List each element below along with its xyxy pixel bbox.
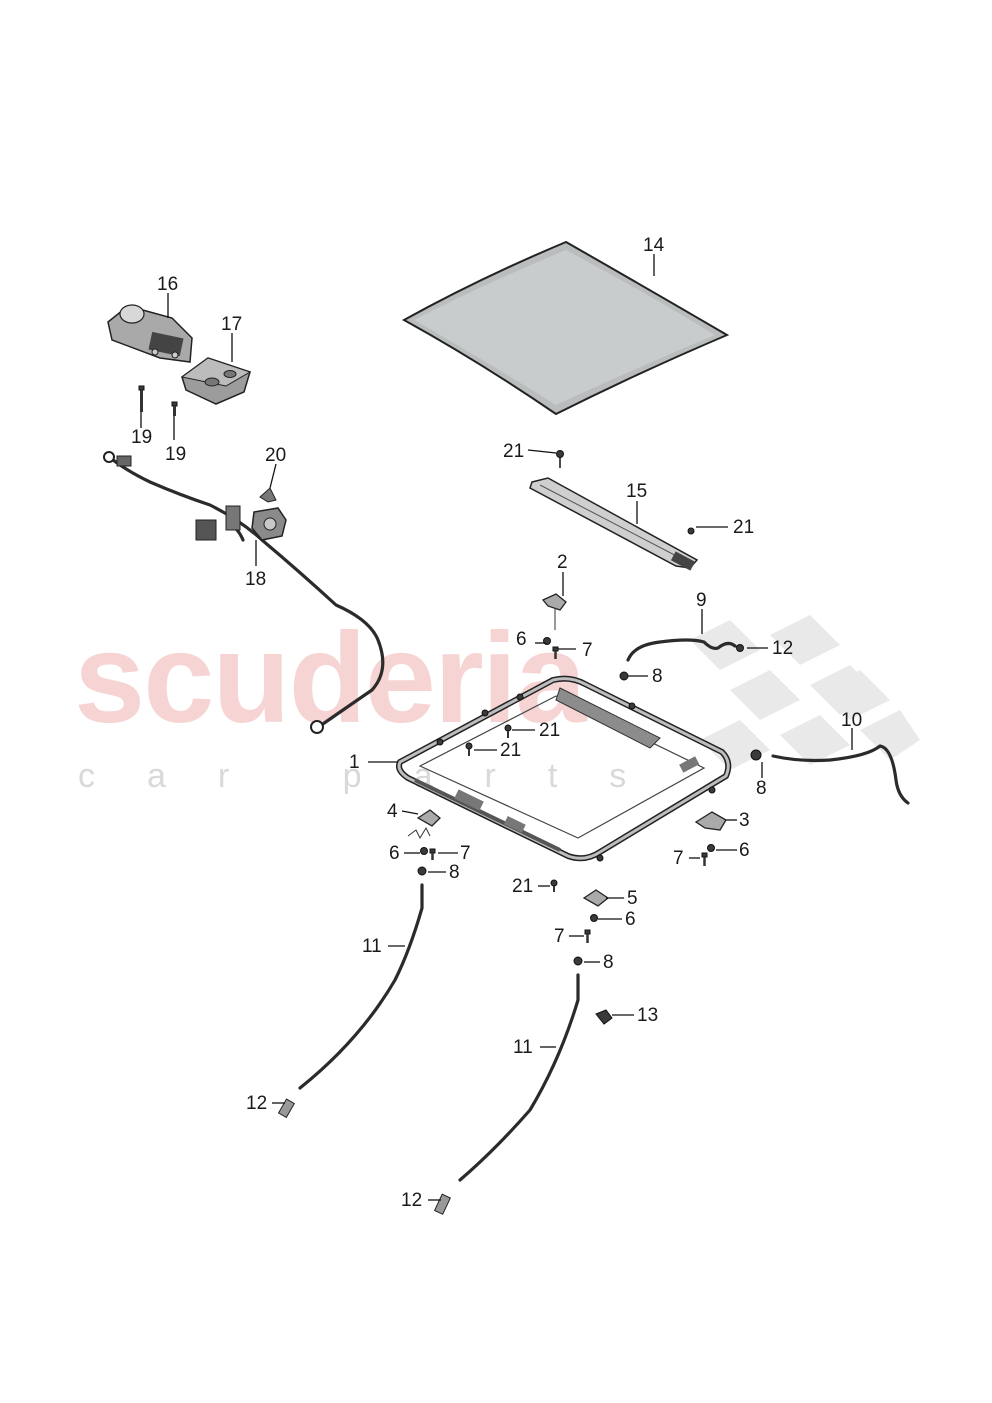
drain-hose-part-11-left [277, 883, 424, 1119]
label-part-13: 13 [637, 1005, 658, 1026]
label-part-16: 16 [157, 274, 178, 295]
drain-hose-part-10 [771, 744, 910, 805]
drive-motor-part [107, 304, 193, 363]
label-part-17: 17 [221, 314, 242, 335]
label-part-12c: 12 [401, 1190, 422, 1211]
label-part-14: 14 [643, 235, 665, 256]
drain-hose-part-11-right [433, 973, 580, 1215]
label-part-10: 10 [841, 710, 862, 731]
watermark-subtitle: car parts [78, 757, 678, 795]
label-part-1: 1 [349, 752, 360, 773]
control-unit-part [180, 357, 252, 405]
label-part-7b: 7 [460, 843, 471, 864]
label-part-21b: 21 [733, 517, 754, 538]
sunroof-frame-part [396, 675, 732, 862]
part-labels: 14 16 17 19 19 20 18 21 15 21 2 9 6 7 12… [131, 235, 862, 1211]
glass-panel-part [401, 240, 730, 416]
label-part-2: 2 [557, 552, 568, 573]
wiring-harness-part [103, 451, 385, 734]
label-part-8a: 8 [652, 666, 663, 687]
wind-deflector-part [529, 450, 699, 571]
label-part-3: 3 [739, 810, 750, 831]
label-part-6c: 6 [739, 840, 750, 861]
label-part-6b: 6 [389, 843, 400, 864]
label-part-9: 9 [696, 590, 707, 611]
label-part-19a: 19 [131, 427, 152, 448]
label-part-20: 20 [265, 445, 286, 466]
label-part-21d: 21 [500, 740, 521, 761]
label-part-4: 4 [387, 801, 398, 822]
bracket-part-5 [582, 889, 610, 907]
label-part-7a: 7 [582, 640, 593, 661]
screw-part-19 [138, 385, 178, 416]
label-part-12b: 12 [246, 1093, 267, 1114]
label-part-8b: 8 [756, 778, 767, 799]
watermark: scuderia car parts [74, 607, 920, 795]
label-part-8c: 8 [449, 862, 460, 883]
label-part-21e: 21 [512, 876, 533, 897]
label-part-21a: 21 [503, 441, 524, 462]
bracket-part-2 [541, 593, 567, 630]
label-part-6a: 6 [516, 629, 527, 650]
label-part-5: 5 [627, 888, 638, 909]
label-part-12a: 12 [772, 638, 793, 659]
checkered-flag-watermark [690, 615, 920, 770]
label-part-6d: 6 [625, 909, 636, 930]
label-part-11a: 11 [362, 936, 382, 957]
label-part-21c: 21 [539, 720, 560, 741]
label-part-15: 15 [626, 481, 647, 502]
label-part-19b: 19 [165, 444, 186, 465]
label-part-11b: 11 [513, 1037, 533, 1058]
fastener-parts [417, 637, 762, 1025]
watermark-brand: scuderia [74, 607, 587, 750]
label-part-7c: 7 [673, 848, 684, 869]
bracket-part-4 [407, 809, 441, 840]
label-part-8d: 8 [603, 952, 614, 973]
leader-lines [140, 254, 853, 1201]
drain-hose-part-9 [626, 638, 744, 662]
label-part-18: 18 [245, 569, 266, 590]
clip-part-20 [259, 487, 277, 503]
bracket-part-3 [694, 811, 727, 831]
label-part-7d: 7 [554, 926, 565, 947]
